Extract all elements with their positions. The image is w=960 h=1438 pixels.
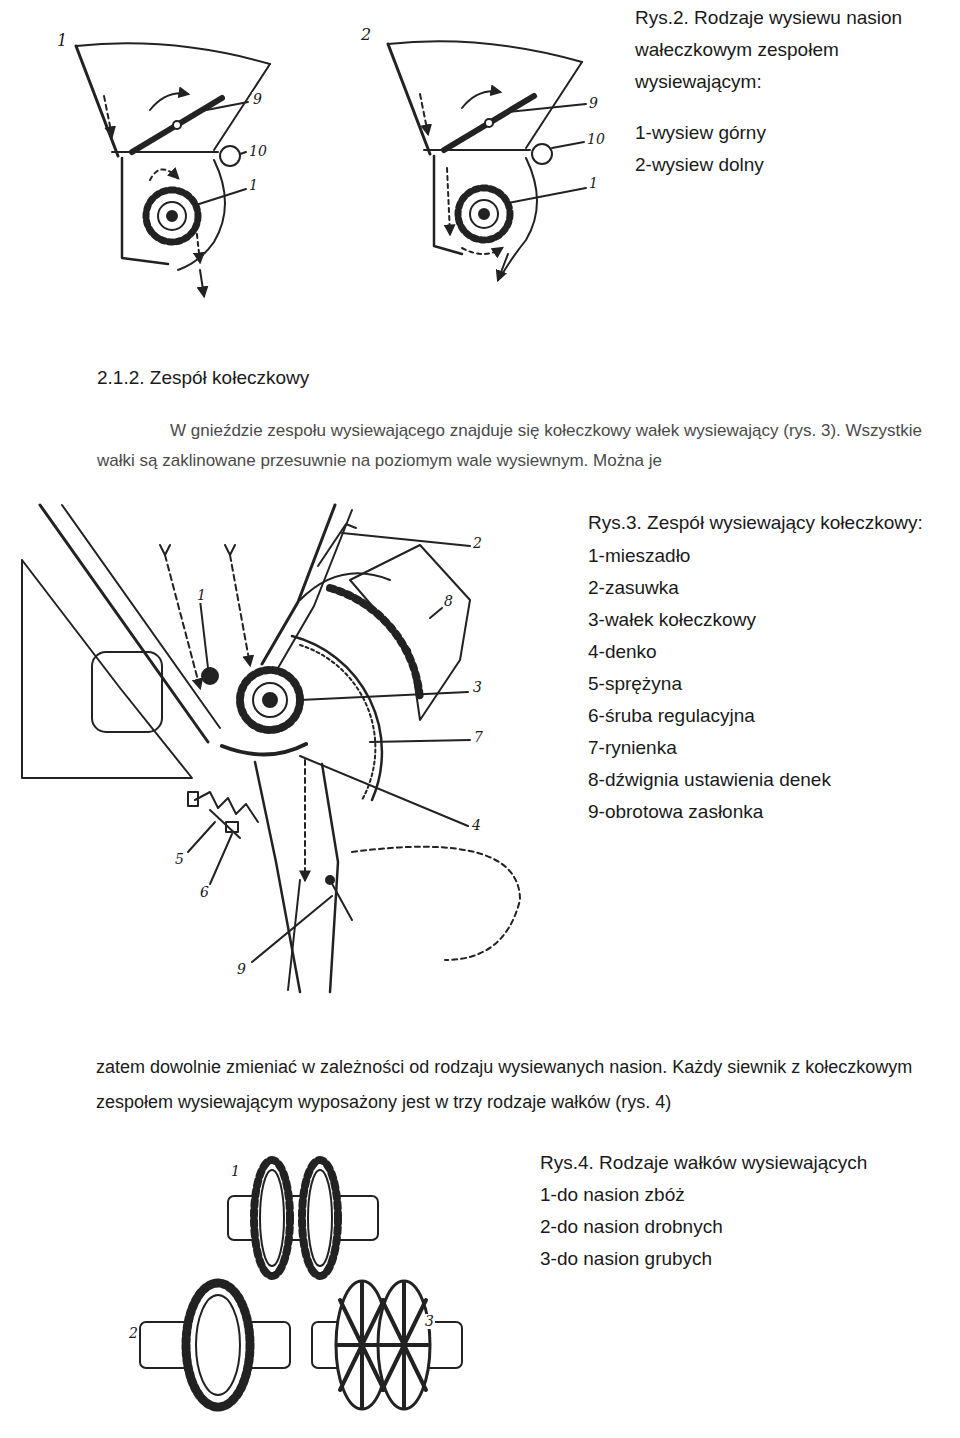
paragraph-text: zatem dowolnie zmieniać w zależności od … bbox=[96, 1050, 956, 1120]
callout-number: 4 bbox=[471, 818, 482, 833]
callout-number: 8 bbox=[443, 594, 454, 609]
caption-text: 2-do nasion drobnych bbox=[540, 1211, 723, 1243]
callout-number: 3 bbox=[424, 1314, 435, 1329]
callout-number: 1 bbox=[196, 588, 207, 603]
callout-number: 1 bbox=[230, 1164, 241, 1179]
callout-number: 1 bbox=[56, 32, 68, 50]
callout-number: 10 bbox=[586, 132, 606, 147]
callout-number: 5 bbox=[174, 852, 185, 867]
caption-text: 1-do nasion zbóż bbox=[540, 1179, 685, 1211]
seed-box-upper bbox=[76, 43, 270, 296]
seed-rollers bbox=[140, 1160, 462, 1409]
section-heading: 2.1.2. Zespół kołeczkowy bbox=[97, 362, 309, 394]
callout-number: 6 bbox=[199, 885, 210, 900]
caption-text: 3-do nasion grubych bbox=[540, 1243, 712, 1275]
callout-number: 7 bbox=[473, 730, 484, 745]
caption-text: 8-dźwignia ustawienia denek bbox=[588, 764, 831, 796]
caption-text: 4-denko bbox=[588, 636, 657, 668]
seed-box-lower bbox=[388, 41, 586, 280]
callout-number: 2 bbox=[128, 1326, 139, 1341]
paragraph-text: W gnieździe zespołu wysiewającego znajdu… bbox=[97, 416, 952, 476]
callout-number: 3 bbox=[472, 680, 483, 695]
callout-number: 1 bbox=[588, 176, 599, 191]
peg-seeding-unit bbox=[22, 505, 520, 992]
caption-text: 2-zasuwka bbox=[588, 572, 679, 604]
caption-text: 7-rynienka bbox=[588, 732, 677, 764]
caption-text: 3-wałek kołeczkowy bbox=[588, 604, 756, 636]
caption-text: 1-mieszadło bbox=[588, 540, 690, 572]
callout-number: 2 bbox=[360, 26, 372, 44]
caption-text: Rys.2. Rodzaje wysiewu nasion wałeczkowy… bbox=[635, 2, 953, 98]
caption-text: 2-wysiew dolny bbox=[635, 149, 764, 181]
callout-number: 9 bbox=[252, 92, 263, 107]
callout-number: 9 bbox=[588, 96, 599, 111]
caption-text: 1-wysiew górny bbox=[635, 117, 766, 149]
caption-text: Rys.4. Rodzaje wałków wysiewających bbox=[540, 1147, 867, 1179]
caption-text: 6-śruba regulacyjna bbox=[588, 700, 755, 732]
callout-number: 10 bbox=[248, 144, 268, 159]
callout-number: 2 bbox=[472, 536, 483, 551]
caption-text: 5-sprężyna bbox=[588, 668, 682, 700]
callout-number: 9 bbox=[236, 962, 247, 977]
caption-text: 9-obrotowa zasłonka bbox=[588, 796, 763, 828]
caption-text: Rys.3. Zespół wysiewający kołeczkowy: bbox=[588, 507, 923, 539]
callout-number: 1 bbox=[248, 178, 259, 193]
